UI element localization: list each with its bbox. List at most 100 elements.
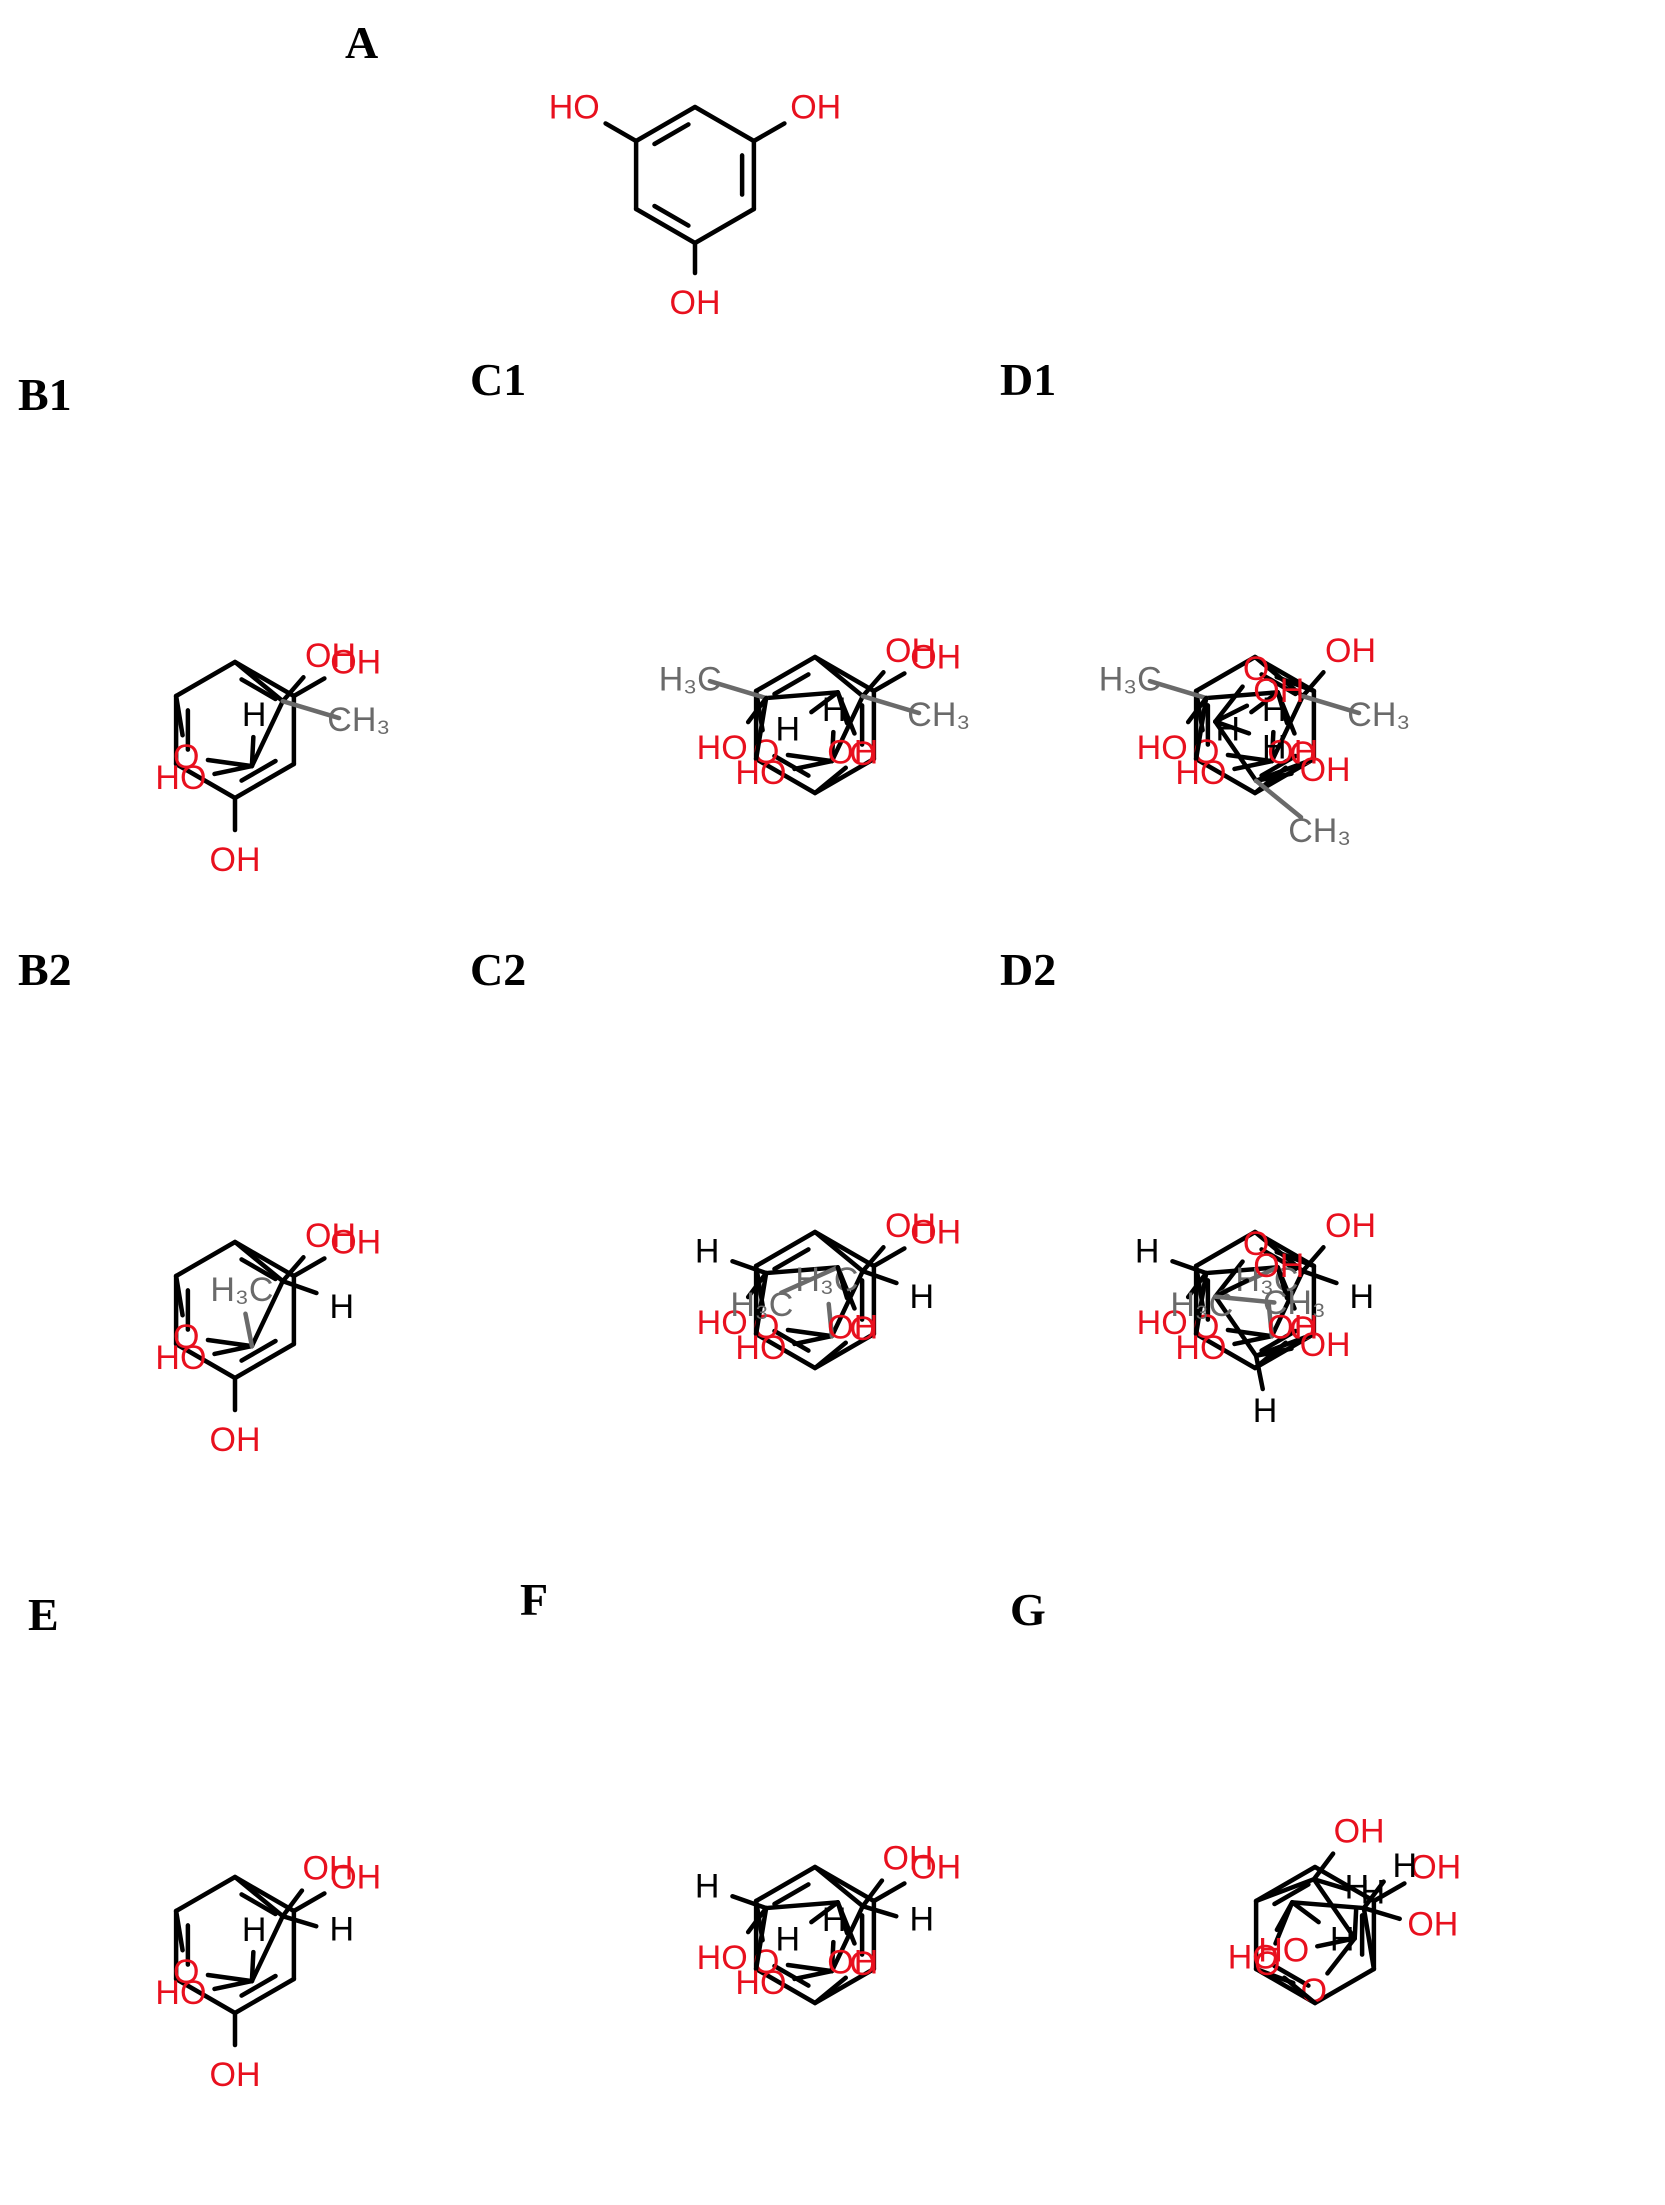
panel-label-g: G [1010, 1584, 1046, 1635]
hydroxyl-group: HO [735, 754, 786, 792]
bond [280, 1888, 305, 1919]
hydroxyl-group: OH [885, 632, 936, 670]
methyl-group: H₃C [210, 1271, 273, 1309]
bond [1213, 1278, 1250, 1299]
bond [829, 1939, 836, 1974]
bond [1193, 695, 1209, 762]
double-bond-line [239, 1892, 278, 1917]
hydroxyl-group: OH [790, 89, 841, 127]
bond [1147, 678, 1209, 701]
bond [751, 121, 787, 144]
bond [812, 1864, 865, 1909]
hydrogen-atom: H [1262, 728, 1287, 766]
bond [633, 206, 698, 246]
hydroxyl-group: HO [1228, 1938, 1279, 1976]
bond [829, 1268, 865, 1339]
bond [785, 1962, 835, 1974]
oxygen-atom: O [850, 1945, 876, 1983]
panel-label-d1: D1 [1000, 354, 1056, 405]
hydroxyl-group: OH [210, 841, 261, 879]
bond [1312, 1966, 1377, 2006]
bond [1253, 1346, 1294, 1359]
bond [1300, 1245, 1326, 1274]
bond [1282, 1975, 1318, 2006]
oxygen-atom: O [850, 735, 876, 773]
bond [1213, 719, 1252, 736]
bond [860, 670, 886, 699]
bond [860, 1245, 886, 1274]
hydrogen-atom: H [329, 1911, 354, 1949]
bond [829, 693, 865, 764]
bond [753, 1864, 818, 1904]
hydroxyl-group: OH [1267, 1308, 1318, 1346]
double-bond-line [772, 753, 811, 778]
bond [812, 1975, 848, 2006]
hydrogen-atom: H [909, 1901, 934, 1939]
methyl-group: CH₃ [907, 696, 970, 734]
hydrogen-atom: H [1345, 1868, 1370, 1906]
bond [1249, 690, 1281, 715]
bond [1225, 752, 1275, 764]
bond [1193, 1270, 1209, 1337]
hydroxyl-group: HO [155, 1974, 206, 2012]
bond [249, 1278, 285, 1349]
bond [1266, 1301, 1275, 1339]
bond [1312, 1864, 1377, 1904]
hydroxyl-group: HO [1137, 1304, 1188, 1342]
bond [1253, 1876, 1317, 1904]
bond [1253, 771, 1294, 784]
bond [173, 1976, 238, 2016]
hydroxyl-group: OH [670, 284, 721, 322]
hydroxyl-group: HO [549, 89, 600, 127]
bond [243, 1311, 255, 1349]
bond [753, 695, 769, 762]
bond [745, 695, 769, 725]
bond [1213, 1294, 1259, 1359]
hydroxyl-group: OH [910, 1849, 961, 1887]
double-bond-line [1259, 753, 1298, 778]
bond [860, 1268, 899, 1286]
bond [812, 654, 865, 699]
hydrogen-atom: H [776, 710, 801, 748]
double-bond-line [239, 677, 278, 702]
bond [205, 757, 255, 769]
hydroxyl-group: OH [1407, 1906, 1458, 1944]
double-bond-line [772, 1963, 811, 1988]
bond [1300, 670, 1326, 699]
hydroxyl-group: HO [735, 1329, 786, 1367]
bond [1325, 1936, 1357, 1976]
bond [232, 1239, 285, 1284]
bond [1193, 1229, 1258, 1269]
bond [1275, 690, 1290, 726]
bond [812, 1340, 848, 1371]
bond [753, 654, 818, 694]
bond [829, 729, 836, 764]
bond [1361, 1905, 1402, 1922]
oxygen-atom: O [173, 1953, 199, 1991]
hydroxyl-group: OH [330, 1859, 381, 1897]
bond [232, 761, 297, 801]
methyl-group: CH₃ [1288, 812, 1351, 850]
oxygen-atom: O [1254, 1945, 1280, 1983]
bond [280, 1255, 306, 1284]
panel-label-e: E [28, 1589, 59, 1640]
bond [792, 1968, 835, 1982]
hydroxyl-group: HO [697, 1304, 748, 1342]
bond [1269, 729, 1276, 764]
hydroxyl-group: OH [882, 1840, 933, 1878]
bond [173, 761, 238, 801]
bond [291, 676, 327, 699]
hydroxyl-group: HO [1175, 754, 1226, 792]
bond [1315, 1936, 1357, 1949]
bond [1275, 1265, 1290, 1301]
bond [249, 734, 256, 769]
panel-label-b2: B2 [18, 944, 72, 995]
bond [173, 1908, 185, 1953]
hydroxyl-group: HO [697, 729, 748, 767]
bond [860, 1878, 885, 1909]
bond [173, 1273, 185, 1318]
